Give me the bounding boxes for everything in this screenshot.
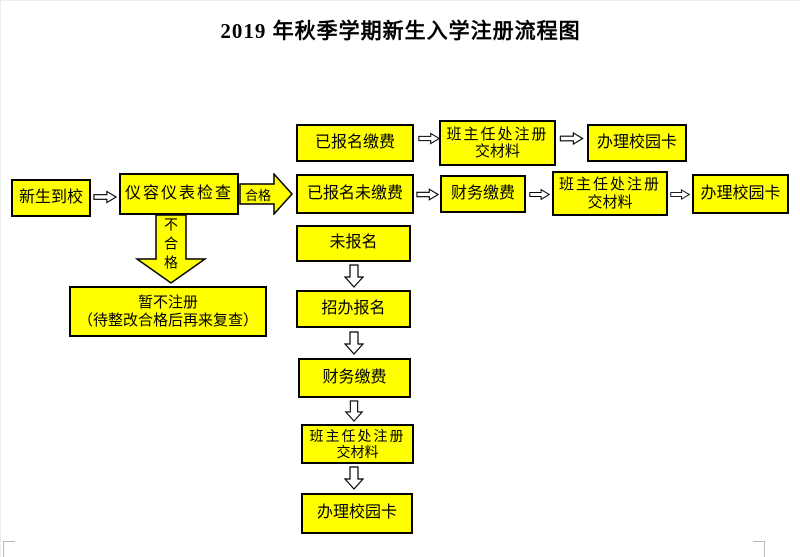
node-teacher-register-row2: 班主任处注册 交材料 [552, 171, 668, 216]
flow-arrow-right-icon [416, 188, 439, 201]
node-teacher-register-row1: 班主任处注册 交材料 [439, 120, 556, 166]
node-campus-card-row2: 办理校园卡 [692, 174, 789, 214]
node-label: 办理校园卡 [700, 184, 781, 202]
pass-arrow-icon: 合格 [239, 173, 294, 215]
flow-arrow-down-icon [344, 400, 364, 422]
node-registered-unpaid: 已报名未缴费 [296, 174, 414, 214]
flow-arrow-right-icon [529, 188, 550, 201]
flow-arrow-down-icon [344, 466, 364, 490]
page-margin-corner-left [3, 541, 15, 557]
node-label-line2: 交材料 [474, 143, 520, 160]
node-label-line2: 交材料 [587, 193, 633, 211]
node-label: 新生到校 [18, 188, 83, 206]
node-not-registered: 未报名 [296, 225, 411, 262]
node-label: 仪容仪表检查 [124, 184, 233, 202]
node-label-line2: 交材料 [336, 444, 379, 460]
node-campus-card-col: 办理校园卡 [301, 493, 413, 534]
node-label-line2: （待整改合格后再来复查） [77, 311, 258, 329]
flow-arrow-right-icon [670, 188, 690, 201]
node-finance-pay-row2: 财务缴费 [440, 175, 526, 213]
flow-arrow-right-icon [93, 190, 117, 204]
node-label: 财务缴费 [450, 184, 515, 202]
node-label: 办理校园卡 [596, 133, 677, 151]
page-title: 2019 年秋季学期新生入学注册流程图 [220, 19, 581, 43]
node-finance-pay-col: 财务缴费 [298, 358, 411, 398]
node-label: 招办报名 [321, 299, 386, 317]
fail-label: 不合格 [163, 217, 179, 274]
node-label-line1: 班主任处注册 [446, 125, 549, 143]
node-admission-register: 招办报名 [296, 290, 411, 328]
node-label-line1: 班主任处注册 [558, 176, 661, 194]
fail-arrow-icon: 不合格 [135, 215, 207, 285]
node-hold-registration: 暂不注册 （待整改合格后再来复查） [69, 286, 267, 337]
node-label: 财务缴费 [322, 368, 387, 386]
pass-label: 合格 [244, 187, 271, 203]
flow-arrow-down-icon [344, 264, 364, 288]
page-margin-corner-right [753, 541, 765, 557]
node-campus-card-row1: 办理校园卡 [587, 124, 687, 162]
flow-arrow-right-icon [559, 132, 584, 145]
node-label-line1: 暂不注册 [137, 294, 198, 312]
node-arrive: 新生到校 [11, 179, 91, 217]
node-label: 已报名缴费 [314, 133, 395, 151]
node-label-line1: 班主任处注册 [309, 427, 406, 444]
node-label: 办理校园卡 [316, 504, 397, 522]
node-label: 未报名 [329, 234, 378, 252]
flow-arrow-down-icon [344, 331, 364, 355]
node-label: 已报名未缴费 [306, 184, 403, 202]
node-registered-paid: 已报名缴费 [296, 124, 414, 162]
node-inspect: 仪容仪表检查 [119, 173, 239, 215]
flow-arrow-right-icon [418, 132, 440, 145]
node-teacher-register-col: 班主任处注册 交材料 [301, 424, 414, 464]
